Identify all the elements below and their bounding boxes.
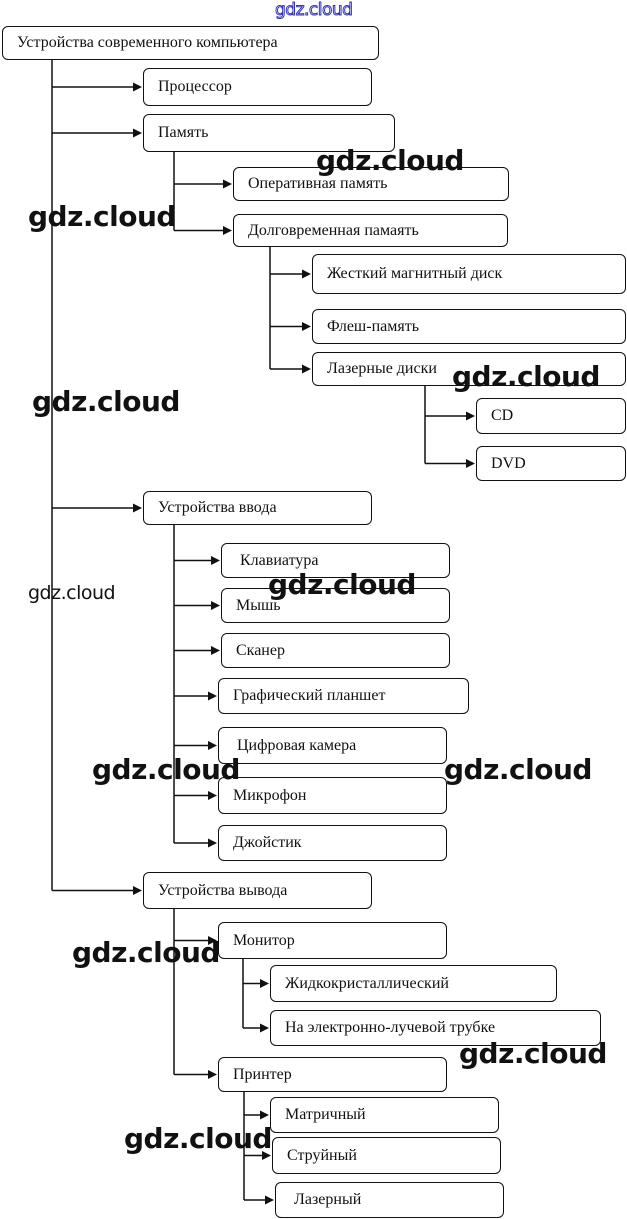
node-ram: Оперативная память bbox=[233, 167, 509, 201]
node-cd: CD bbox=[476, 398, 626, 434]
node-output-devices: Устройства вывода bbox=[143, 872, 372, 909]
watermark: gdz.cloud bbox=[444, 753, 592, 786]
watermark: gdz.cloud bbox=[32, 385, 180, 418]
node-dot-matrix-printer: Матричный bbox=[270, 1097, 499, 1133]
arrowhead-icon bbox=[133, 82, 142, 92]
arrowhead-icon bbox=[260, 979, 269, 988]
arrowhead-icon bbox=[211, 556, 220, 565]
arrowhead-icon bbox=[223, 226, 232, 235]
node-long-term-memory: Долговременная памаять bbox=[233, 214, 508, 247]
arrowhead-icon bbox=[208, 838, 217, 848]
node-digital-camera: Цифровая камера bbox=[218, 727, 447, 764]
node-flash-memory: Флеш-память bbox=[312, 309, 626, 344]
arrowhead-icon bbox=[302, 269, 311, 279]
watermark: gdz.cloud bbox=[268, 568, 416, 601]
watermark: gdz.cloud bbox=[28, 200, 176, 233]
arrowhead-icon bbox=[223, 179, 232, 189]
node-crt: На электронно-лучевой трубке bbox=[270, 1010, 601, 1046]
arrowhead-icon bbox=[211, 601, 220, 610]
arrowhead-icon bbox=[208, 741, 217, 750]
arrowhead-icon bbox=[265, 1195, 274, 1205]
arrowhead-icon bbox=[208, 936, 217, 945]
node-graphics-tablet: Графический планшет bbox=[218, 678, 469, 714]
watermark: gdz.cloud bbox=[452, 360, 600, 393]
arrowhead-icon bbox=[133, 503, 142, 513]
arrowhead-icon bbox=[466, 411, 475, 421]
watermark: gdz.cloud bbox=[92, 753, 240, 786]
watermark: gdz.cloud bbox=[28, 582, 116, 604]
node-scanner: Сканер bbox=[221, 633, 450, 668]
arrowhead-icon bbox=[260, 1023, 269, 1033]
arrowhead-icon bbox=[211, 646, 220, 655]
arrowhead-icon bbox=[466, 459, 475, 468]
watermark: gdz.cloud bbox=[124, 1122, 272, 1155]
arrowhead-icon bbox=[208, 791, 217, 800]
arrowhead-icon bbox=[133, 128, 142, 138]
node-joystick: Джойстик bbox=[218, 825, 447, 861]
node-inkjet-printer: Струйный bbox=[272, 1137, 501, 1174]
node-microphone: Микрофон bbox=[218, 777, 447, 814]
arrowhead-icon bbox=[302, 364, 311, 374]
node-keyboard: Клавиатура bbox=[221, 543, 450, 578]
node-input-devices: Устройства ввода bbox=[143, 491, 372, 525]
arrowhead-icon bbox=[260, 1110, 269, 1120]
watermark-top: gdz.cloud bbox=[274, 0, 353, 21]
node-laser-printer: Лазерный bbox=[275, 1182, 504, 1218]
watermark: gdz.cloud bbox=[316, 144, 464, 177]
node-monitor: Монитор bbox=[218, 922, 447, 959]
arrowhead-icon bbox=[302, 322, 311, 331]
node-mouse: Мышь bbox=[221, 588, 450, 623]
node-memory: Память bbox=[143, 114, 395, 152]
arrowhead-icon bbox=[133, 886, 142, 895]
node-processor: Процессор bbox=[143, 68, 372, 106]
node-optical-discs: Лазерные диски bbox=[312, 352, 626, 386]
arrowhead-icon bbox=[208, 1070, 217, 1079]
arrowhead-icon bbox=[262, 1151, 271, 1160]
node-printer: Принтер bbox=[218, 1057, 447, 1092]
arrowhead-icon bbox=[208, 691, 217, 701]
node-root: Устройства современного компьютера bbox=[2, 26, 379, 60]
watermark: gdz.cloud bbox=[459, 1037, 607, 1070]
node-hard-disk: Жесткий магнитный диск bbox=[312, 254, 626, 294]
node-lcd: Жидкокристаллический bbox=[270, 965, 557, 1002]
watermark: gdz.cloud bbox=[72, 936, 220, 969]
node-dvd: DVD bbox=[476, 446, 626, 481]
